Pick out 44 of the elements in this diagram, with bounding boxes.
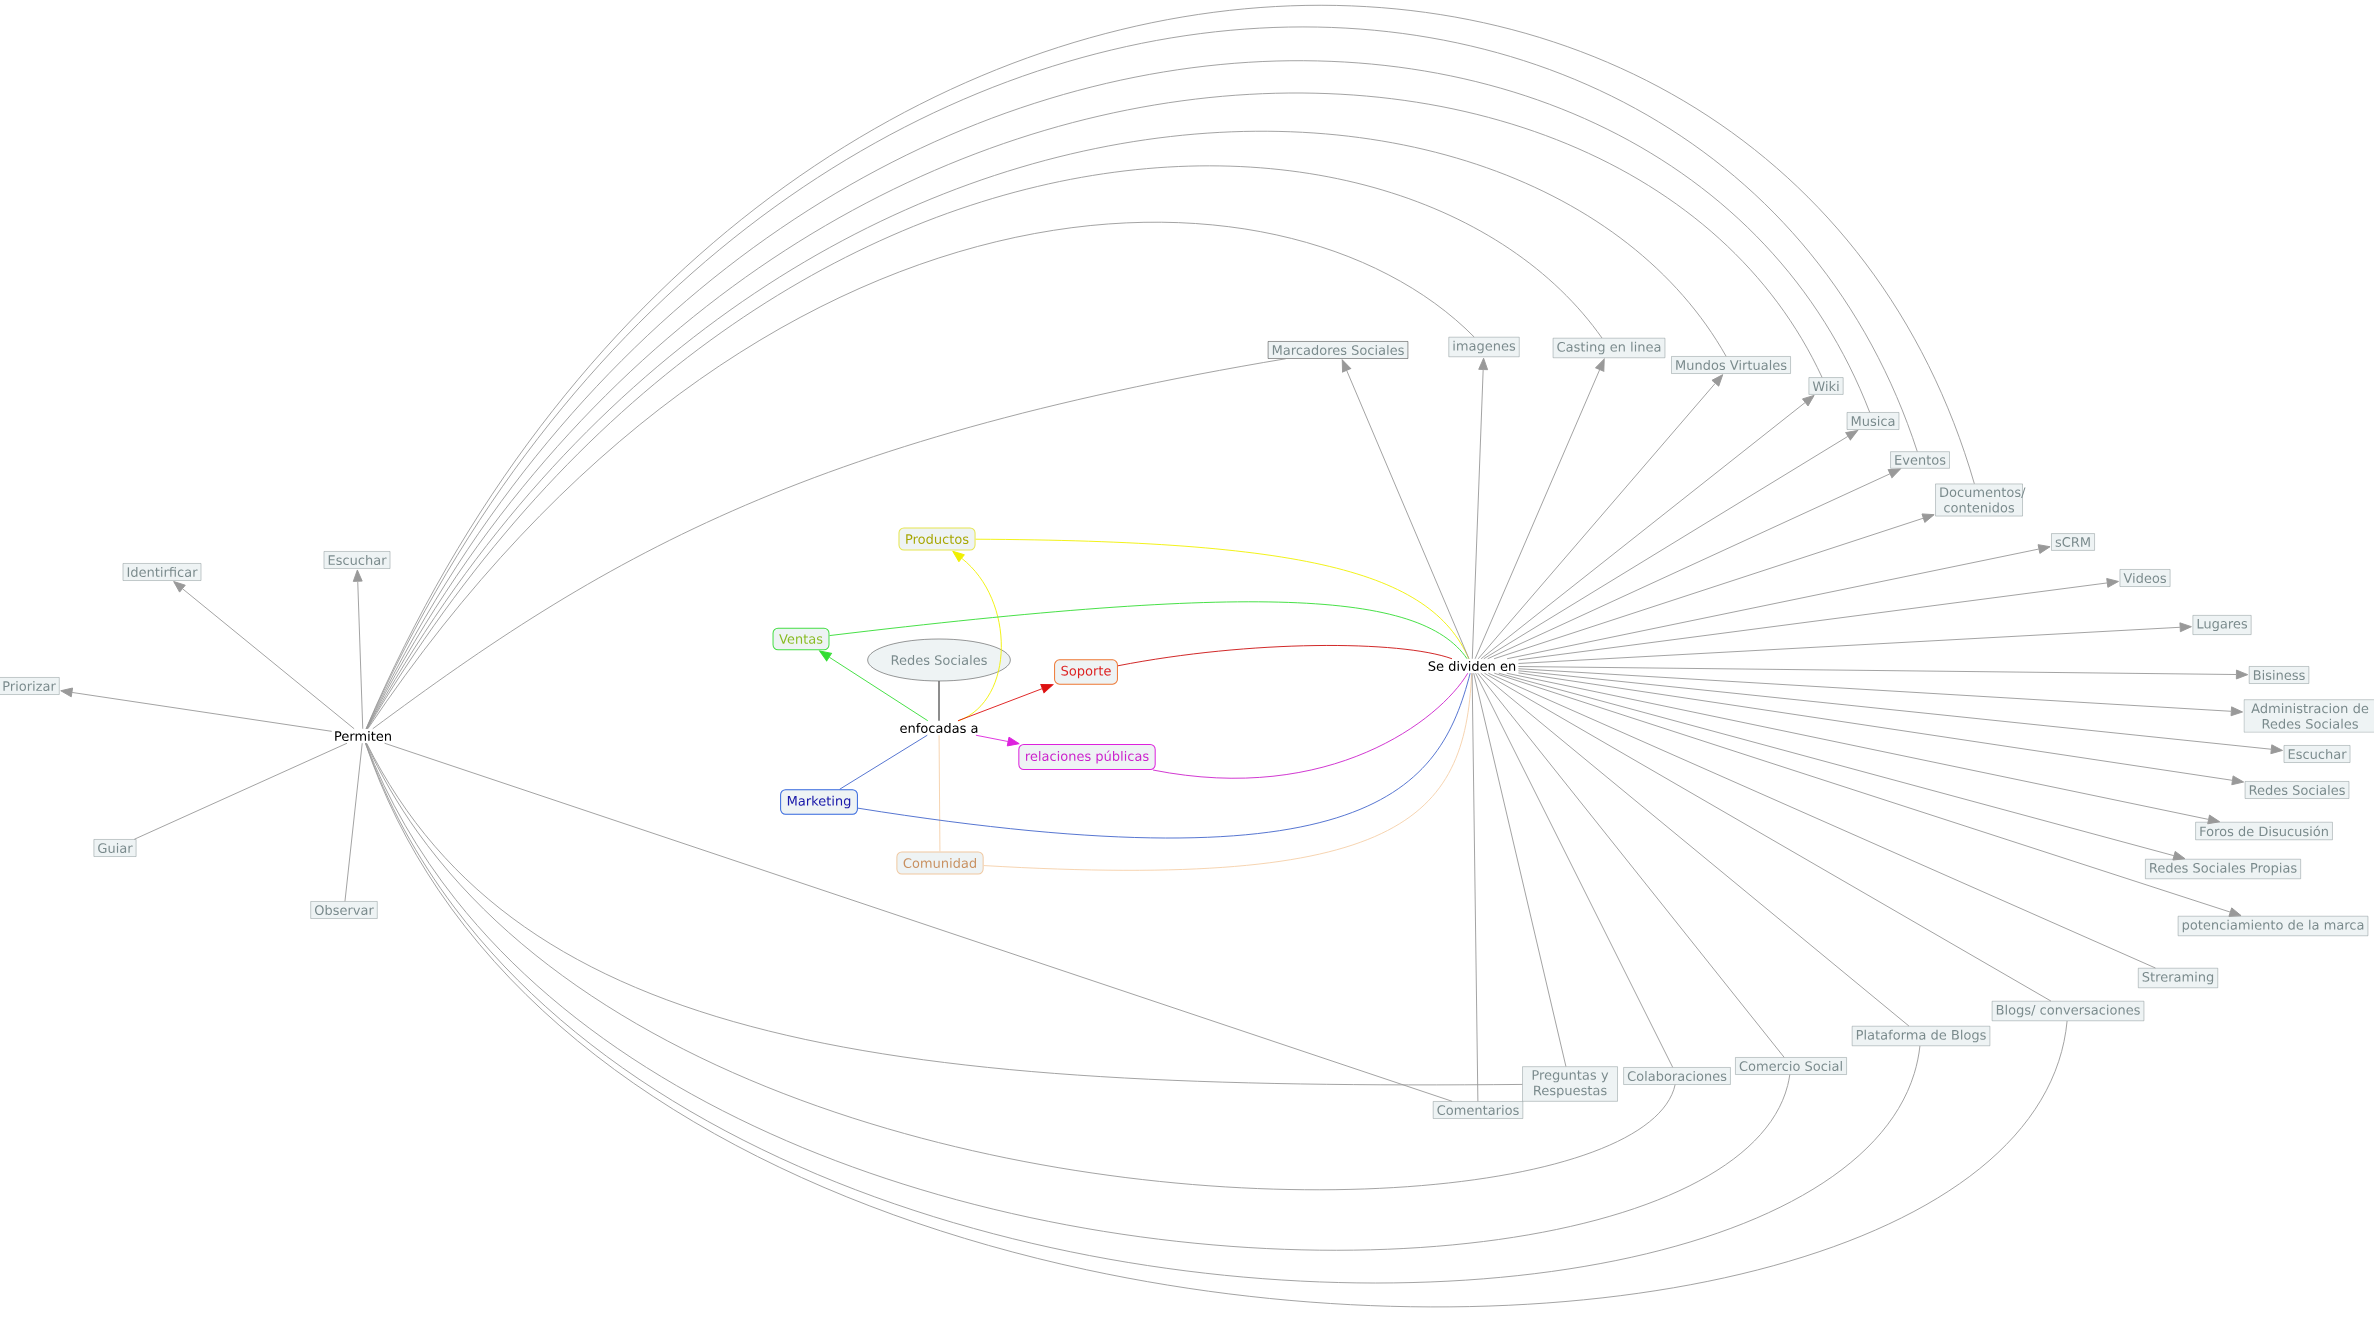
concept-box: Colaboraciones — [1623, 1067, 1731, 1085]
arrow — [1493, 672, 2242, 917]
arrow — [1506, 672, 2221, 825]
concept-box: Videos — [2119, 569, 2171, 587]
concept-box: Escuchar — [2283, 745, 2351, 763]
connector-line — [1484, 672, 2052, 1002]
concept-box: relaciones públicas — [1018, 743, 1156, 771]
connector-line — [365, 742, 1676, 1190]
concept-box: Priorizar — [0, 677, 60, 695]
connector-line — [1480, 672, 1910, 1027]
concept-box: Preguntas y Respuestas — [1522, 1066, 1618, 1102]
arrow — [60, 687, 333, 732]
linking-phrase: Permiten — [331, 728, 395, 743]
connector-line — [938, 734, 941, 852]
concept-box: Identirficar — [122, 563, 202, 581]
concept-box: Comunidad — [896, 851, 984, 875]
arrow — [173, 581, 355, 730]
connector-line — [839, 734, 928, 790]
concept-box: Observar — [310, 901, 378, 919]
concept-box: Foros de Disucusión — [2195, 822, 2333, 840]
concept-box: Redes Sociales Propias — [2145, 859, 2301, 879]
concept-box: Bisiness — [2249, 666, 2310, 684]
connector-line — [1487, 672, 2156, 969]
connector-line — [1471, 672, 1479, 1102]
concept-box: Guiar — [93, 839, 137, 857]
connector-line — [133, 742, 348, 840]
arrow — [1498, 672, 2186, 861]
concept-box: Streraming — [2138, 968, 2218, 988]
concept-box: Blogs/ conversaciones — [1991, 1001, 2145, 1021]
concept-box: Redes Sociales — [2244, 781, 2350, 799]
concept-box: sCRM — [2051, 533, 2095, 551]
concept-box: potenciamiento de la marca — [2177, 916, 2369, 936]
connector-line — [1477, 672, 1785, 1058]
concept-box: Comentarios — [1433, 1101, 1524, 1119]
connector-line — [1473, 672, 1567, 1067]
concept-box: Comercio Social — [1735, 1057, 1847, 1075]
connector-line — [344, 742, 363, 902]
arrow — [352, 569, 364, 730]
connector-line — [1475, 672, 1674, 1068]
concept-box: Administracion de Redes Sociales — [2243, 699, 2374, 733]
arrow — [975, 734, 1020, 747]
concept-box: Marketing — [780, 789, 858, 815]
concept-box: Plataforma de Blogs — [1851, 1026, 1991, 1046]
concept-box: Lugares — [2192, 615, 2252, 635]
